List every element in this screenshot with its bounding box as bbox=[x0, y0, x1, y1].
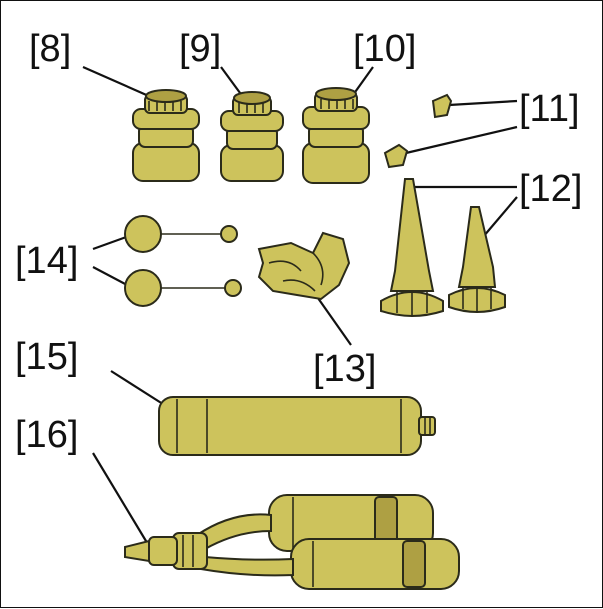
nozzle-12a bbox=[380, 178, 444, 317]
nozzle-12b bbox=[448, 206, 506, 313]
cartridge-15 bbox=[158, 396, 436, 456]
cap-9 bbox=[220, 91, 284, 182]
label-10: [10] bbox=[353, 28, 416, 70]
cloth-13 bbox=[257, 231, 351, 301]
plug-14b bbox=[124, 269, 242, 307]
label-15: [15] bbox=[15, 336, 78, 378]
cap-8 bbox=[132, 89, 200, 182]
cap-10 bbox=[302, 87, 370, 184]
label-11: [11] bbox=[519, 88, 580, 130]
label-8: [8] bbox=[29, 28, 71, 70]
label-14: [14] bbox=[15, 240, 78, 282]
plug-14a bbox=[124, 215, 238, 253]
leader-lines bbox=[82, 65, 518, 547]
label-13: [13] bbox=[313, 348, 376, 390]
label-9: [9] bbox=[179, 28, 221, 70]
label-12: [12] bbox=[519, 168, 582, 210]
label-16: [16] bbox=[15, 414, 78, 456]
applicator-16 bbox=[124, 494, 460, 590]
small-tips-11 bbox=[383, 93, 453, 169]
